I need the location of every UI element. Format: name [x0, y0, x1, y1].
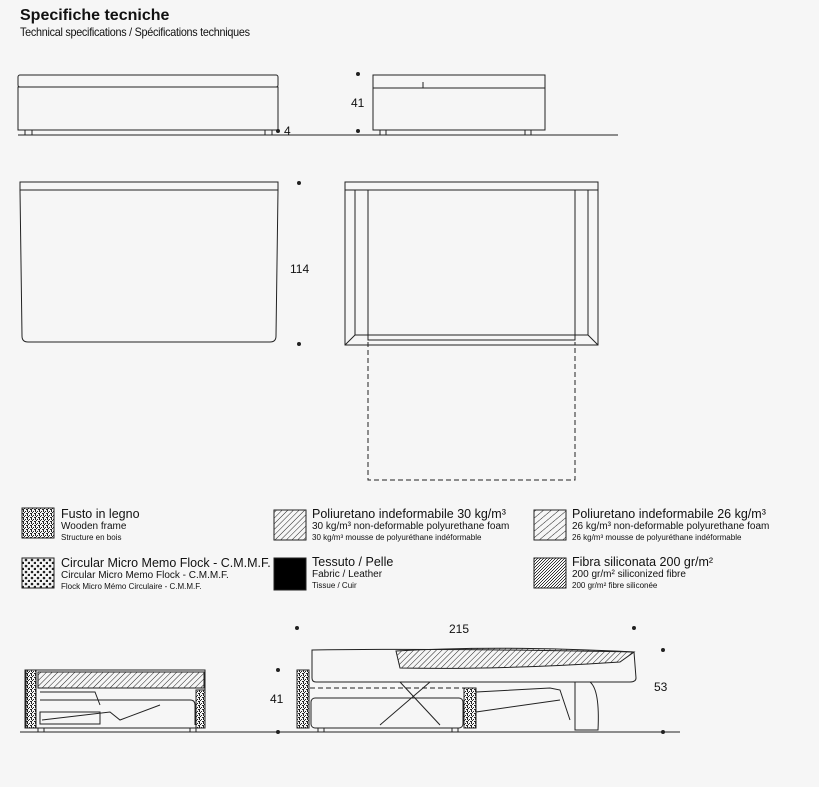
legend-item-fibre: Fibra siliconata 200 gr/m² 200 gr/m² sil…: [572, 556, 713, 591]
legend-label-fr: Flock Micro Mémo Circulaire - C.M.M.F.: [61, 582, 202, 591]
legend-item-fabric: Tessuto / Pelle Fabric / Leather Tissue …: [312, 556, 393, 591]
legend-label-en: Fabric / Leather: [312, 569, 383, 580]
legend-label-en: 200 gr/m² siliconized fibre: [572, 569, 686, 580]
legend-label-it: Fusto in legno: [61, 507, 140, 521]
legend-item-cmmf: Circular Micro Memo Flock - C.M.M.F. Cir…: [61, 557, 271, 592]
dim-foot-height: 4: [284, 124, 291, 138]
wooden-frame-swatch: [21, 507, 55, 539]
silicone-fibre-swatch: [533, 557, 567, 589]
legend-item-foam-26: Poliuretano indeformabile 26 kg/m³ 26 kg…: [572, 508, 769, 543]
legend-label-it: Fibra siliconata 200 gr/m²: [572, 555, 714, 569]
legend-item-foam-30: Poliuretano indeformabile 30 kg/m³ 30 kg…: [312, 508, 509, 543]
foam-26-swatch: [533, 509, 567, 541]
cmmf-swatch: [21, 557, 55, 589]
legend-label-fr: 30 kg/m³ mousse de polyuréthane indéform…: [312, 533, 482, 542]
dim-height-open: 53: [654, 680, 668, 694]
dim-seat-height-top: 41: [351, 96, 365, 110]
legend-label-en: 26 kg/m³ non-deformable polyurethane foa…: [572, 521, 770, 532]
legend-label-en: 30 kg/m³ non-deformable polyurethane foa…: [312, 521, 510, 532]
legend-label-en: Circular Micro Memo Flock - C.M.M.F.: [61, 570, 229, 581]
legend-label-fr: 200 gr/m² fibre siliconée: [572, 581, 658, 590]
legend-item-wood: Fusto in legno Wooden frame Structure en…: [61, 508, 140, 543]
legend-label-it: Poliuretano indeformabile 26 kg/m³: [572, 507, 766, 521]
legend-label-it: Tessuto / Pelle: [312, 555, 394, 569]
front-elevation: [17, 74, 618, 136]
legend-label-fr: Tissue / Cuir: [312, 581, 357, 590]
legend-label-fr: Structure en bois: [61, 533, 122, 542]
foam-30-swatch: [273, 509, 307, 541]
plan-view-closed: [19, 181, 301, 346]
plan-view-open: [344, 181, 599, 481]
dim-length-open: 215: [449, 622, 470, 636]
legend-label-en: Wooden frame: [61, 521, 127, 532]
section-closed: [20, 669, 680, 733]
page-subtitle: Technical specifications / Spécification…: [20, 25, 250, 39]
section-open: [276, 626, 665, 734]
dim-depth: 114: [290, 262, 310, 276]
fabric-leather-swatch: [273, 557, 307, 591]
legend-label-it: Circular Micro Memo Flock - C.M.M.F.: [61, 556, 271, 570]
legend-label-fr: 26 kg/m³ mousse de polyuréthane indéform…: [572, 533, 742, 542]
legend-label-it: Poliuretano indeformabile 30 kg/m³: [312, 507, 506, 521]
dim-seat-height-bottom: 41: [270, 692, 284, 706]
side-elevation: [276, 72, 546, 136]
page-title: Specifiche tecniche: [20, 7, 170, 24]
